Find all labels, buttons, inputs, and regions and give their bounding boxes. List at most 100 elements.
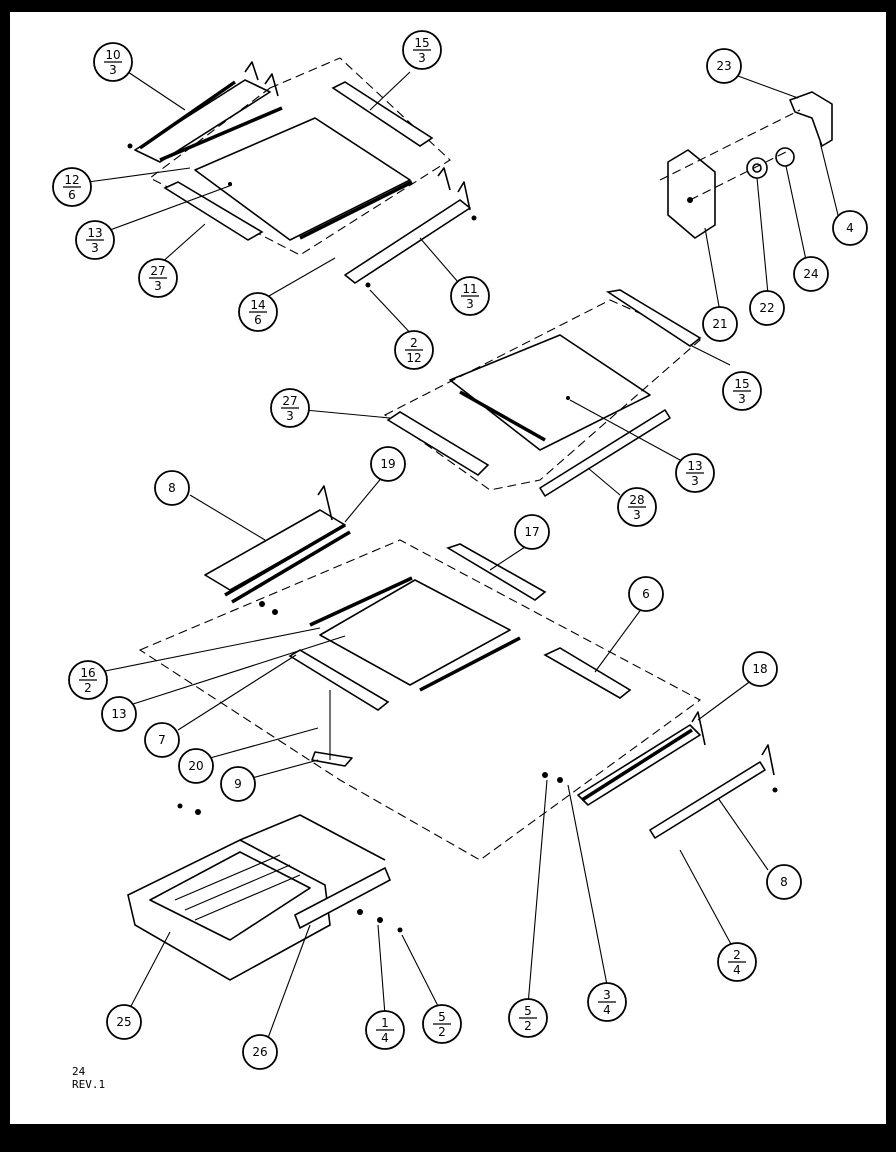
callout-number: 12 [64, 173, 79, 187]
shelf-rail-right-lower [577, 724, 701, 806]
callout-quantity: 4 [381, 1031, 389, 1045]
callout-number: 19 [380, 457, 395, 471]
callout-19: 19 [370, 446, 406, 482]
callout-quantity: 2 [438, 1025, 446, 1039]
lower-shelf-assembly [138, 485, 778, 861]
middle-shelf-assembly [383, 289, 702, 497]
drawer-slide-26 [293, 866, 392, 930]
callout-number: 5 [524, 1004, 532, 1018]
cover-support [539, 409, 671, 497]
callout-15-3: 153 [402, 30, 442, 70]
hinge-bracket-assembly [659, 91, 833, 239]
callout-number: 1 [381, 1016, 389, 1030]
crisper-drawer [127, 814, 403, 981]
top-shelf-assembly [127, 57, 477, 288]
shelf-trim-rear-lower [446, 543, 547, 601]
callout-24: 24 [793, 256, 829, 292]
sheet-footer: 24 REV.1 [72, 1065, 105, 1091]
callout-5-2: 52 [508, 998, 548, 1038]
callout-13: 13 [101, 696, 137, 732]
callout-16-2: 162 [68, 660, 108, 700]
callout-number: 7 [158, 733, 166, 747]
callout-14-6: 146 [238, 292, 278, 332]
bracket-6 [543, 647, 632, 699]
callout-13-3: 133 [75, 220, 115, 260]
callout-quantity: 3 [286, 409, 294, 423]
callout-quantity: 2 [84, 681, 92, 695]
parts-diagram-sheet [10, 12, 886, 1124]
callout-number: 13 [111, 707, 126, 721]
callout-number: 15 [414, 36, 429, 50]
shelf-trim-rear [331, 81, 434, 147]
callout-28-3: 283 [617, 487, 657, 527]
callout-quantity: 3 [109, 63, 117, 77]
callout-quantity: 3 [91, 241, 99, 255]
callout-number: 27 [150, 264, 165, 278]
callout-number: 4 [846, 221, 854, 235]
callout-number: 2 [410, 336, 418, 350]
callout-6: 6 [628, 576, 664, 612]
callout-4: 4 [832, 210, 868, 246]
callout-quantity: 3 [466, 297, 474, 311]
shelf-trim-front [163, 181, 264, 241]
callout-number: 9 [234, 777, 242, 791]
callout-quantity: 3 [633, 508, 641, 522]
callout-2-12: 212 [394, 330, 434, 370]
callout-number: 26 [252, 1045, 267, 1059]
callout-23: 23 [706, 48, 742, 84]
callout-10-3: 103 [93, 42, 133, 82]
callout-number: 2 [733, 948, 741, 962]
leader-lines [87, 71, 839, 1039]
callout-number: 13 [687, 459, 702, 473]
callout-quantity: 3 [691, 474, 699, 488]
callout-number: 18 [752, 662, 767, 676]
callout-quantity: 4 [603, 1003, 611, 1017]
callout-quantity: 3 [418, 51, 426, 65]
callout-number: 16 [80, 666, 95, 680]
callout-21: 21 [702, 306, 738, 342]
callout-quantity: 12 [406, 351, 421, 365]
callout-8: 8 [154, 470, 190, 506]
callout-number: 10 [105, 48, 120, 62]
sheet-code: 24 [72, 1065, 86, 1078]
shelf-rail-8-right [649, 761, 766, 839]
callout-number: 21 [712, 317, 727, 331]
callout-number: 3 [603, 988, 611, 1002]
callout-11-3: 113 [450, 276, 490, 316]
callout-quantity: 4 [733, 963, 741, 977]
slide-bracket-9 [311, 751, 353, 767]
callout-number: 24 [803, 267, 818, 281]
cover-trim-rear [605, 289, 702, 347]
callout-number: 28 [629, 493, 644, 507]
callout-quantity: 3 [738, 392, 746, 406]
callout-quantity: 6 [254, 313, 262, 327]
hinge-bracket [789, 91, 833, 147]
callout-17: 17 [514, 514, 550, 550]
callout-26: 26 [242, 1034, 278, 1070]
callout-number: 27 [282, 394, 297, 408]
callout-5-2: 52 [422, 1004, 462, 1044]
callout-quantity: 2 [524, 1019, 532, 1033]
callout-7: 7 [144, 722, 180, 758]
revision-label: REV.1 [72, 1078, 106, 1091]
cover-trim-front [386, 411, 490, 477]
callout-number: 8 [168, 481, 176, 495]
callout-number: 8 [780, 875, 788, 889]
shelf-rail-left [134, 79, 271, 163]
callout-number: 15 [734, 377, 749, 391]
callout-number: 20 [188, 759, 203, 773]
callout-number: 25 [116, 1015, 131, 1029]
callout-number: 23 [716, 59, 731, 73]
callout-20: 20 [178, 748, 214, 784]
callout-12-6: 126 [52, 167, 92, 207]
callout-9: 9 [220, 766, 256, 802]
callout-15-3: 153 [722, 371, 762, 411]
callout-quantity: 6 [68, 188, 76, 202]
callout-number: 17 [524, 525, 539, 539]
callout-number: 11 [462, 282, 477, 296]
callout-number: 14 [250, 298, 265, 312]
callout-13-3: 133 [675, 453, 715, 493]
